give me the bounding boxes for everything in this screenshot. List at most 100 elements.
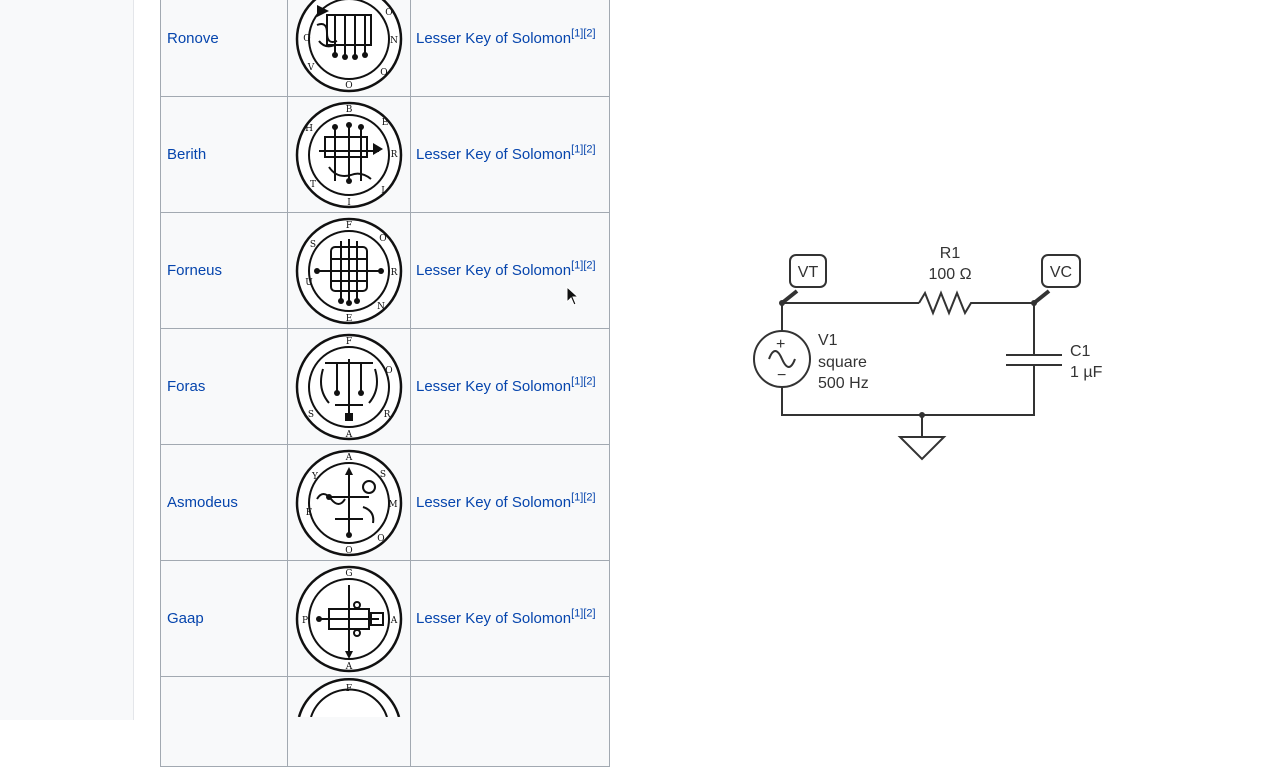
source-link[interactable]: Lesser Key of Solomon [416, 261, 572, 279]
svg-text:O: O [385, 8, 392, 18]
citation-1[interactable]: [1] [571, 607, 584, 620]
citation-2[interactable]: [2] [583, 607, 596, 620]
svg-text:H: H [305, 124, 313, 134]
svg-text:V: V [307, 63, 315, 73]
svg-text:O: O [380, 68, 387, 78]
source-cell: Lesser Key of Solomon[1][2] [410, 96, 610, 213]
gaap-seal-icon[interactable]: G A A P [295, 565, 403, 673]
source-cell [410, 676, 610, 767]
source-frequency: 500 Hz [818, 375, 869, 392]
name-cell: Ronove [160, 0, 288, 97]
citation-2[interactable]: [2] [583, 259, 596, 272]
name-cell: Gaap [160, 560, 288, 677]
source-link[interactable]: Lesser Key of Solomon [416, 609, 572, 627]
probe-vt[interactable] [789, 254, 827, 288]
circuit-diagram: + − VT VC R1 100 Ω V1 square 500 Hz C1 1… [753, 245, 1103, 461]
source-link[interactable]: Lesser Key of Solomon [416, 377, 572, 395]
wire-top-right [981, 302, 1035, 355]
source-cell: Lesser Key of Solomon[1][2] [410, 560, 610, 677]
minus-sign: − [777, 367, 786, 384]
svg-text:N: N [377, 302, 385, 312]
mouse-cursor-icon [566, 286, 580, 306]
citation-1[interactable]: [1] [571, 143, 584, 156]
demon-link-foras[interactable]: Foras [167, 377, 206, 395]
svg-text:T: T [310, 180, 316, 190]
citation-2[interactable]: [2] [583, 27, 596, 40]
name-cell: Foras [160, 328, 288, 445]
plus-sign: + [776, 336, 785, 353]
svg-text:O: O [385, 366, 392, 376]
name-cell: Berith [160, 96, 288, 213]
svg-text:A: A [390, 616, 398, 626]
source-type: square [818, 354, 867, 371]
capacitor-value: 1 µF [1070, 364, 1103, 381]
demon-link-forneus[interactable]: Forneus [167, 261, 223, 279]
svg-text:R: R [391, 150, 398, 160]
svg-text:G: G [345, 569, 352, 579]
resistor-symbol [918, 290, 981, 316]
svg-text:F: F [346, 221, 352, 231]
citation-1[interactable]: [1] [571, 259, 584, 272]
svg-text:F: F [346, 684, 352, 694]
svg-text:P: P [302, 616, 308, 626]
demon-link-ronove[interactable]: Ronove [167, 29, 219, 47]
svg-text:Y: Y [311, 472, 319, 482]
svg-text:R: R [391, 268, 398, 278]
seal-cell: F [287, 676, 411, 767]
seal-cell: G A A P [287, 560, 411, 677]
source-link[interactable]: Lesser Key of Solomon [416, 29, 572, 47]
citation-1[interactable]: [1] [571, 27, 584, 40]
citation-2[interactable]: [2] [583, 491, 596, 504]
svg-text:M: M [388, 500, 397, 510]
probe-vc-label: VC [1050, 264, 1072, 281]
svg-text:E: E [306, 508, 313, 518]
foras-seal-icon[interactable]: FOR AS [295, 333, 403, 441]
resistor-name: R1 [940, 245, 961, 262]
citation-1[interactable]: [1] [571, 491, 584, 504]
svg-text:S: S [380, 470, 386, 480]
ground-icon [897, 436, 947, 461]
resistor-value: 100 Ω [928, 266, 971, 283]
source-cell: Lesser Key of Solomon[1][2] [410, 444, 610, 561]
svg-text:A: A [345, 430, 353, 440]
svg-text:E: E [382, 118, 389, 128]
svg-text:O: O [379, 234, 386, 244]
svg-text:O: O [303, 34, 310, 44]
probe-vt-label: VT [798, 264, 819, 281]
svg-text:I: I [347, 198, 351, 208]
source-link[interactable]: Lesser Key of Solomon [416, 493, 572, 511]
svg-text:O: O [345, 81, 352, 91]
left-sidebar [0, 0, 134, 720]
demon-link-asmodeus[interactable]: Asmodeus [167, 493, 238, 511]
name-cell: Asmodeus [160, 444, 288, 561]
seal-icon: F [297, 678, 401, 717]
name-cell [160, 676, 288, 767]
table-row: Gaap G A A P [160, 560, 610, 677]
source-cell: Lesser Key of Solomon[1][2] [410, 328, 610, 445]
table-row: F [160, 676, 610, 767]
svg-text:A: A [345, 662, 353, 672]
source-name: V1 [818, 332, 838, 349]
svg-text:B: B [346, 105, 353, 115]
demon-link-berith[interactable]: Berith [167, 145, 207, 163]
demon-link-gaap[interactable]: Gaap [167, 609, 204, 627]
citation-2[interactable]: [2] [583, 375, 596, 388]
source-cell: Lesser Key of Solomon[1][2] [410, 0, 610, 97]
probe-vc[interactable] [1041, 254, 1081, 288]
source-link[interactable]: Lesser Key of Solomon [416, 145, 572, 163]
citation-1[interactable]: [1] [571, 375, 584, 388]
citation-2[interactable]: [2] [583, 143, 596, 156]
